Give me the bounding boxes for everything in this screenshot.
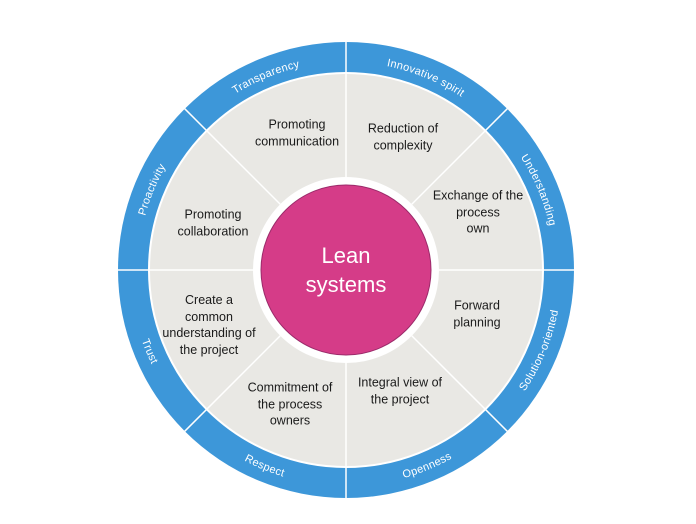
- center-label-line: systems: [305, 272, 387, 297]
- divider-line: [183, 107, 281, 205]
- sector-label: Promoting collaboration: [178, 207, 249, 240]
- center-label: Lean systems: [306, 241, 387, 299]
- sector-label: Create a common understanding of the projec…: [162, 292, 255, 358]
- sector-label-line: the project: [370, 392, 430, 406]
- ring-inner-edge: [148, 72, 544, 468]
- center-label-line: Lean: [321, 243, 371, 268]
- sector-label-line: the process: [257, 396, 323, 411]
- divider-line: [411, 107, 509, 205]
- sector-label-line: Promoting: [184, 207, 242, 222]
- sector-label-line: Forward: [454, 298, 500, 313]
- sector-label-line: the project: [179, 342, 239, 357]
- sector-label: Reduction of complexity: [368, 121, 438, 154]
- sector-label-line: understanding of: [162, 326, 256, 340]
- sector-label-line: common: [185, 309, 233, 324]
- sector-label-line: own: [466, 221, 490, 236]
- sector-label-line: Promoting: [268, 117, 326, 132]
- sector-label: Promoting communication: [255, 117, 339, 150]
- sector-label-line: collaboration: [177, 224, 249, 238]
- sector-label-line: owners: [269, 413, 311, 428]
- sector-label-line: communication: [254, 134, 340, 148]
- sector-label: Forward planning: [453, 298, 500, 331]
- divider-line: [183, 335, 281, 433]
- sector-label-line: Exchange of the: [432, 188, 524, 203]
- center-circle: [260, 184, 432, 356]
- sector-label-line: Reduction of: [367, 121, 439, 136]
- sector-label-line: planning: [453, 315, 501, 329]
- sector-label: Integral view of the project: [358, 375, 442, 408]
- sector-label-line: process: [456, 204, 500, 219]
- sector-label-line: Create a: [185, 293, 233, 307]
- sector-label-line: Integral view of: [357, 375, 443, 390]
- sector-label-line: complexity: [373, 138, 433, 152]
- divider-line: [411, 335, 509, 433]
- sector-label-line: Commitment of: [247, 380, 333, 395]
